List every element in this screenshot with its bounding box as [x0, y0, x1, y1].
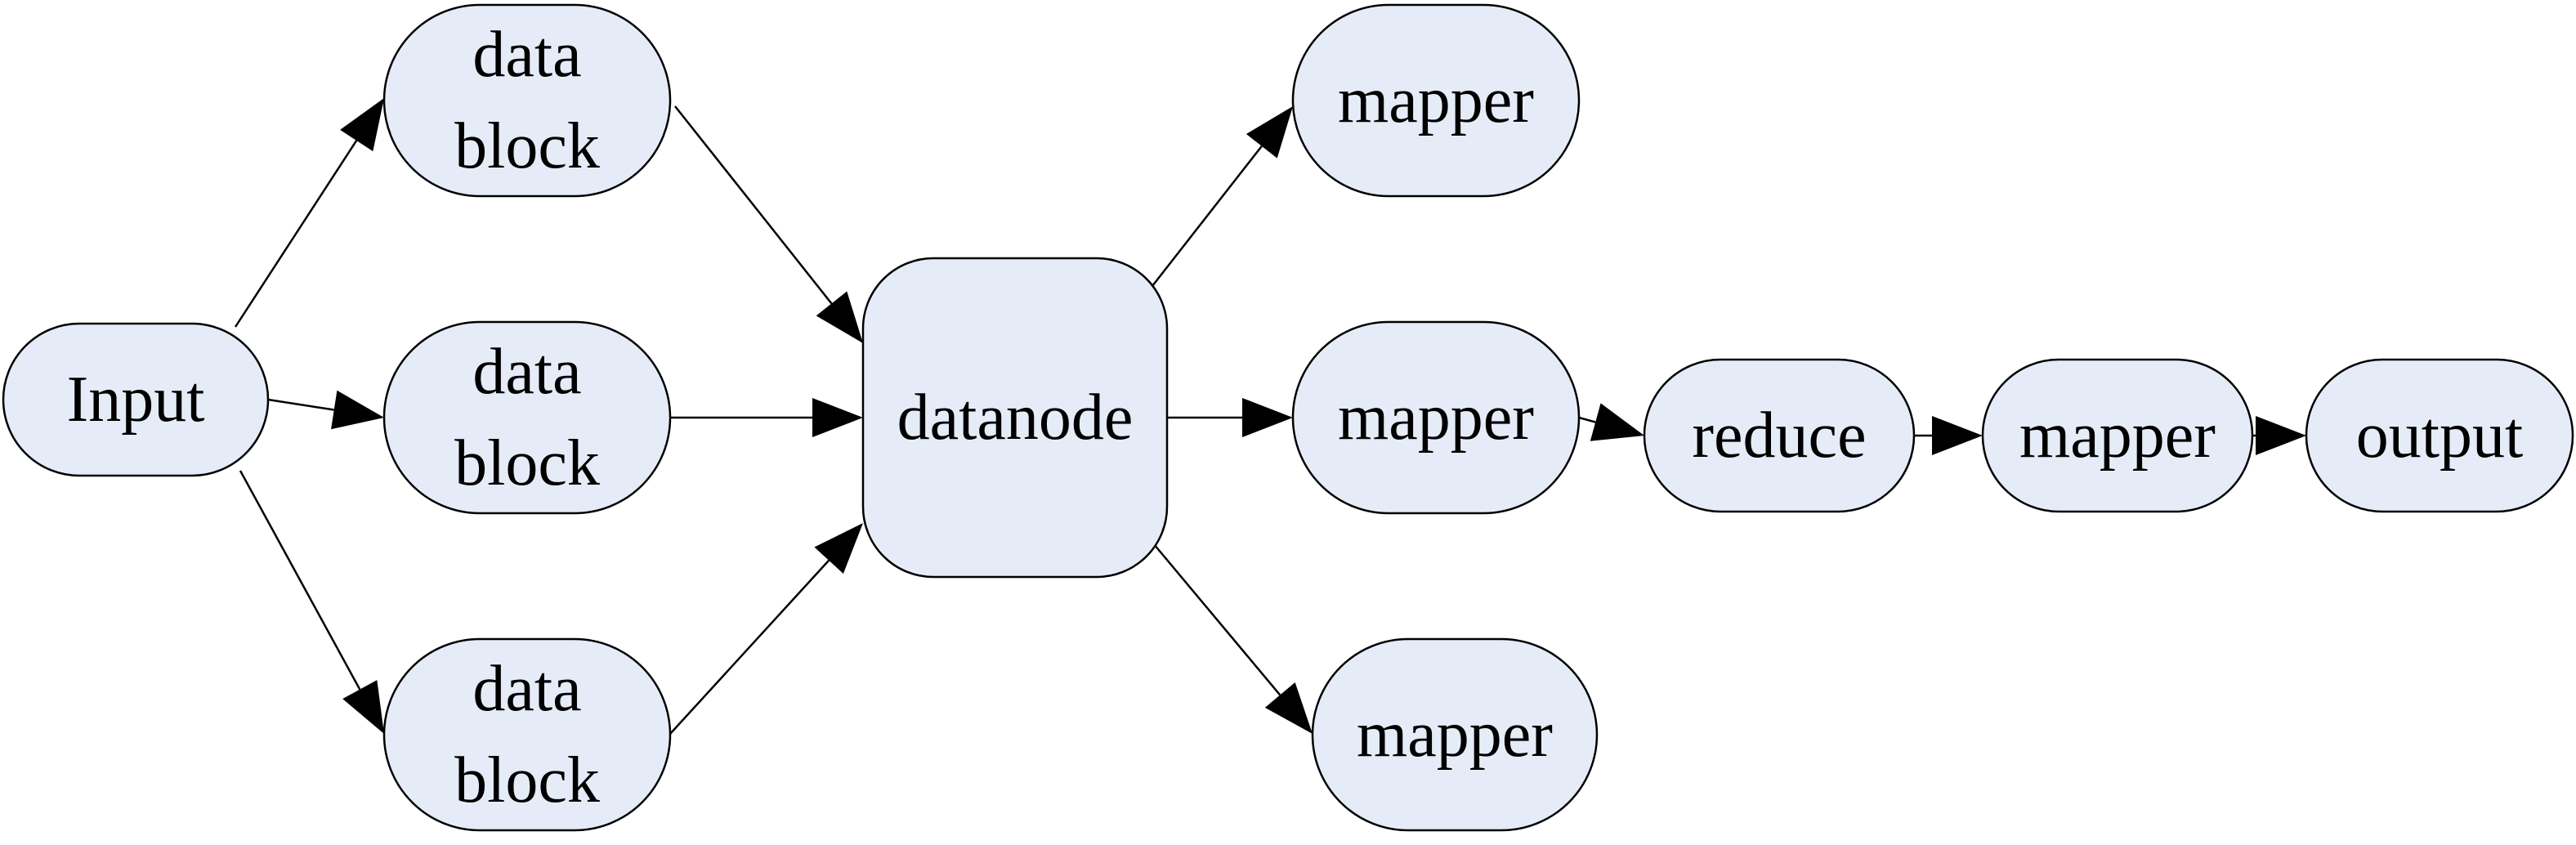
- edge-input-to-block1: [234, 98, 384, 328]
- arrowhead-icon: [812, 398, 863, 437]
- arrowhead-icon: [1242, 398, 1293, 437]
- edge-datanode-to-mapper1: [1152, 106, 1293, 287]
- node-label: Input: [67, 364, 205, 436]
- edge-datanode-to-mapper2: [1167, 398, 1293, 437]
- edge-input-to-block3: [239, 470, 384, 734]
- node-box: [2305, 358, 2574, 513]
- arrowhead-icon: [1590, 403, 1644, 441]
- node-box: [2, 322, 270, 477]
- node-label: data: [472, 336, 581, 408]
- edge-mapper2-to-reduce: [1578, 403, 1644, 441]
- node-block2: data block: [382, 320, 672, 515]
- edge-line: [669, 559, 830, 735]
- edge-input-to-block2: [267, 390, 384, 430]
- arrowhead-icon: [1264, 682, 1313, 734]
- arrowhead-icon: [814, 523, 863, 574]
- edges-layer: [234, 98, 2306, 735]
- node-label: mapper: [2019, 400, 2216, 472]
- node-box: [382, 3, 672, 198]
- edge-line: [674, 105, 833, 305]
- node-label: reduce: [1692, 400, 1866, 472]
- node-box: [1291, 3, 1581, 198]
- node-box: [382, 637, 672, 832]
- node-label: mapper: [1338, 65, 1534, 136]
- node-box: [1643, 358, 1916, 513]
- edge-block1-to-datanode: [674, 105, 863, 343]
- node-label: mapper: [1338, 382, 1534, 454]
- edge-reduce-to-mapper4: [1914, 416, 1983, 455]
- node-mapper3: mapper: [1311, 637, 1599, 832]
- arrowhead-icon: [331, 390, 384, 430]
- arrowhead-icon: [1246, 106, 1293, 159]
- edge-line: [1152, 145, 1263, 287]
- node-mapper2: mapper: [1291, 320, 1581, 515]
- node-block1: data block: [382, 3, 672, 198]
- node-label: data: [472, 19, 581, 91]
- node-label: block: [454, 110, 600, 182]
- node-label: block: [454, 427, 600, 499]
- node-box: [1311, 637, 1599, 832]
- edge-mapper4-to-output: [2252, 416, 2306, 455]
- node-datanode: datanode: [861, 257, 1169, 579]
- node-label: mapper: [1357, 699, 1553, 771]
- arrowhead-icon: [1932, 416, 1983, 455]
- node-block3: data block: [382, 637, 672, 832]
- node-label: data: [472, 653, 581, 725]
- node-box: [382, 320, 672, 515]
- node-mapper4: mapper: [1981, 358, 2254, 513]
- node-label: block: [454, 744, 600, 816]
- edge-line: [1153, 543, 1281, 696]
- edge-line: [239, 470, 361, 691]
- node-box: [1291, 320, 1581, 515]
- node-box: [861, 257, 1169, 579]
- node-box: [1981, 358, 2254, 513]
- edge-line: [234, 140, 358, 328]
- node-label: output: [2356, 400, 2523, 472]
- edge-block2-to-datanode: [670, 398, 863, 437]
- node-mapper1: mapper: [1291, 3, 1581, 198]
- nodes-layer: Input data block data block data block datanode…: [2, 3, 2574, 832]
- edge-line: [1578, 416, 1596, 423]
- arrowhead-icon: [2256, 416, 2306, 455]
- edge-line: [267, 398, 334, 411]
- arrowhead-icon: [816, 291, 863, 343]
- node-reduce: reduce: [1643, 358, 1916, 513]
- node-input: Input: [2, 322, 270, 477]
- edge-datanode-to-mapper3: [1153, 543, 1313, 734]
- arrowhead-icon: [340, 98, 384, 152]
- arrowhead-icon: [342, 680, 384, 734]
- node-label: datanode: [897, 382, 1134, 454]
- edge-block3-to-datanode: [669, 523, 863, 735]
- node-output: output: [2305, 358, 2574, 513]
